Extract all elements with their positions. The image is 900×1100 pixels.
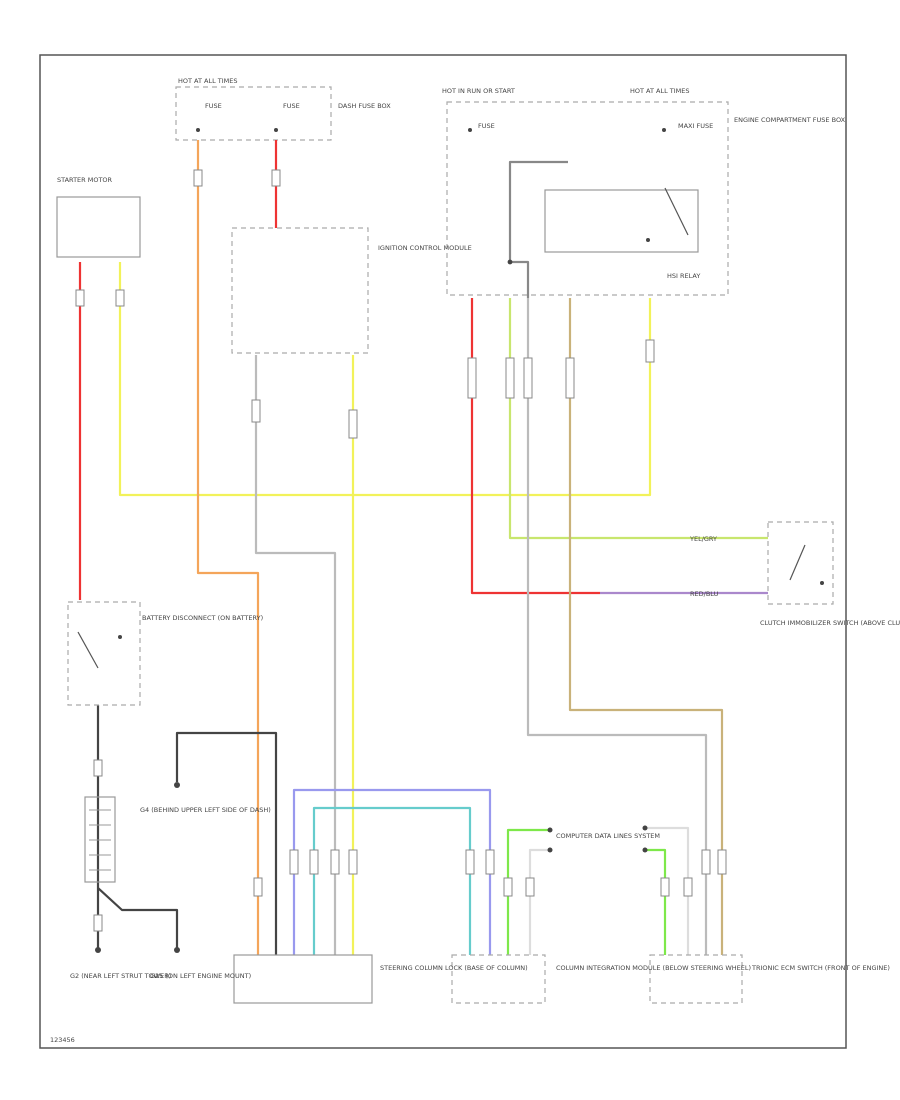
connector-plug [523,357,533,399]
label-wire-redblu: RED/BLU [690,590,719,598]
connector-plug [465,849,475,875]
label-engine-fuse-box: ENGINE COMPARTMENT FUSE BOX [734,116,846,124]
label-fuse-3: FUSE [478,122,495,130]
connector-plug [467,357,477,399]
ground-strip [84,796,116,883]
label-g2: G2 (NEAR LEFT STRUT TOWER) [70,972,171,980]
label-hsi-relay: HSI RELAY [667,272,700,280]
hsi-relay-box [544,189,699,253]
connector-plug [645,339,655,363]
battery-switch-dot [118,635,122,639]
wire-gray-data-column [528,848,550,955]
connector-plug [717,849,727,875]
connector-plug [309,849,319,875]
junction-dot-fuse-2 [274,128,278,132]
connector-plug [289,849,299,875]
column-module-box [451,954,546,1004]
connector-plug [193,169,203,187]
ground-g2-dot [95,947,101,953]
label-hot-run: HOT IN RUN OR START [442,87,515,95]
connector-plug [93,759,103,777]
starter-motor-box [56,196,141,258]
label-starter-motor: STARTER MOTOR [57,176,113,184]
trionic-box [649,954,743,1004]
steering-lock-box [233,954,373,1004]
wire-green-data-column [506,828,550,955]
ground-g25-dot [174,947,180,953]
connector-plug [251,399,261,423]
clutch-switch-contact [789,544,806,581]
clutch-switch-dot [820,581,824,585]
data-line-dot-3 [642,825,648,831]
connector-plug [115,289,125,307]
connector-plug [348,849,358,875]
wire-blue-lock-column [292,788,492,955]
data-line-dot-1 [547,827,553,833]
wire-yellowgreen-clutch [508,298,768,540]
wire-dark-g4-lock [175,731,278,955]
connector-plug [503,877,513,897]
diagram-frame [39,54,847,1049]
wire-relay-internal [508,160,568,260]
connector-plug [253,877,263,897]
wire-relay-internal-2 [510,260,530,298]
relay-switch-contact [664,187,689,236]
label-battery-disconnect: BATTERY DISCONNECT (ON BATTERY) [142,614,263,622]
connector-plug [271,169,281,187]
wire-gray-relay-column [526,298,708,955]
dash-fuse-box-outline [175,86,332,141]
label-clutch-switch: CLUTCH IMMOBILIZER SWITCH (ABOVE CLUTCH … [760,619,900,627]
connector-plug [505,357,515,399]
connector-plug [348,409,358,439]
label-trionic: TRIONIC ECM SWITCH (FRONT OF ENGINE) [751,964,890,972]
label-footer-code: 123456 [50,1036,75,1044]
junction-dot [507,259,513,265]
junction-dot-fuse-3 [468,128,472,132]
wire-green-data-trionic [645,848,667,955]
label-g4: G4 (BEHIND UPPER LEFT SIDE OF DASH) [140,806,271,814]
wire-gray-data-trionic [645,826,690,955]
connector-plug [565,357,575,399]
ignition-module-box [231,227,369,354]
wire-teal-lock-column [312,806,472,955]
label-column-module: COLUMN INTEGRATION MODULE (BELOW STEERIN… [556,964,751,972]
label-computer-data: COMPUTER DATA LINES SYSTEM [556,832,660,840]
wire-yellow-starter-relay [118,262,652,497]
engine-fuse-box-outline [446,101,729,296]
junction-dot-fuse-4 [662,128,666,132]
data-line-dot-4 [642,847,648,853]
relay-switch-dot [646,238,650,242]
clutch-switch-box [767,521,834,605]
connector-plug [485,849,495,875]
label-fuse-maxi: MAXI FUSE [678,122,713,130]
connector-plug [525,877,535,897]
wire-tan-relay-trionic [568,298,724,955]
connector-plug [75,289,85,307]
ground-g4-dot [174,782,180,788]
wire-gray-icm-lock [254,355,337,955]
connector-plug [683,877,693,897]
junction-dot-fuse [196,128,200,132]
label-steering-lock: STEERING COLUMN LOCK (BASE OF COLUMN) [380,964,528,972]
label-dash-fuse-box: DASH FUSE BOX [338,102,391,110]
connector-plug [660,877,670,897]
label-hot-all-times-2: HOT AT ALL TIMES [630,87,690,95]
wire-orange-fuse-lock [196,140,260,955]
battery-switch-contact [77,631,99,669]
connector-plug [330,849,340,875]
label-ignition-module: IGNITION CONTROL MODULE [378,244,472,252]
label-wire-yelgry: YEL/GRY [689,535,717,543]
label-fuse-1: FUSE [205,102,222,110]
label-g25: G25 (ON LEFT ENGINE MOUNT) [150,972,251,980]
label-fuse-2: FUSE [283,102,300,110]
data-line-dot-2 [547,847,553,853]
battery-disconnect-box [67,601,141,706]
wire-red-clutch [470,298,600,595]
wire-dark-g25 [97,887,179,950]
label-hot-all-times: HOT AT ALL TIMES [178,77,238,85]
connector-plug [93,914,103,932]
connector-plug [701,849,711,875]
